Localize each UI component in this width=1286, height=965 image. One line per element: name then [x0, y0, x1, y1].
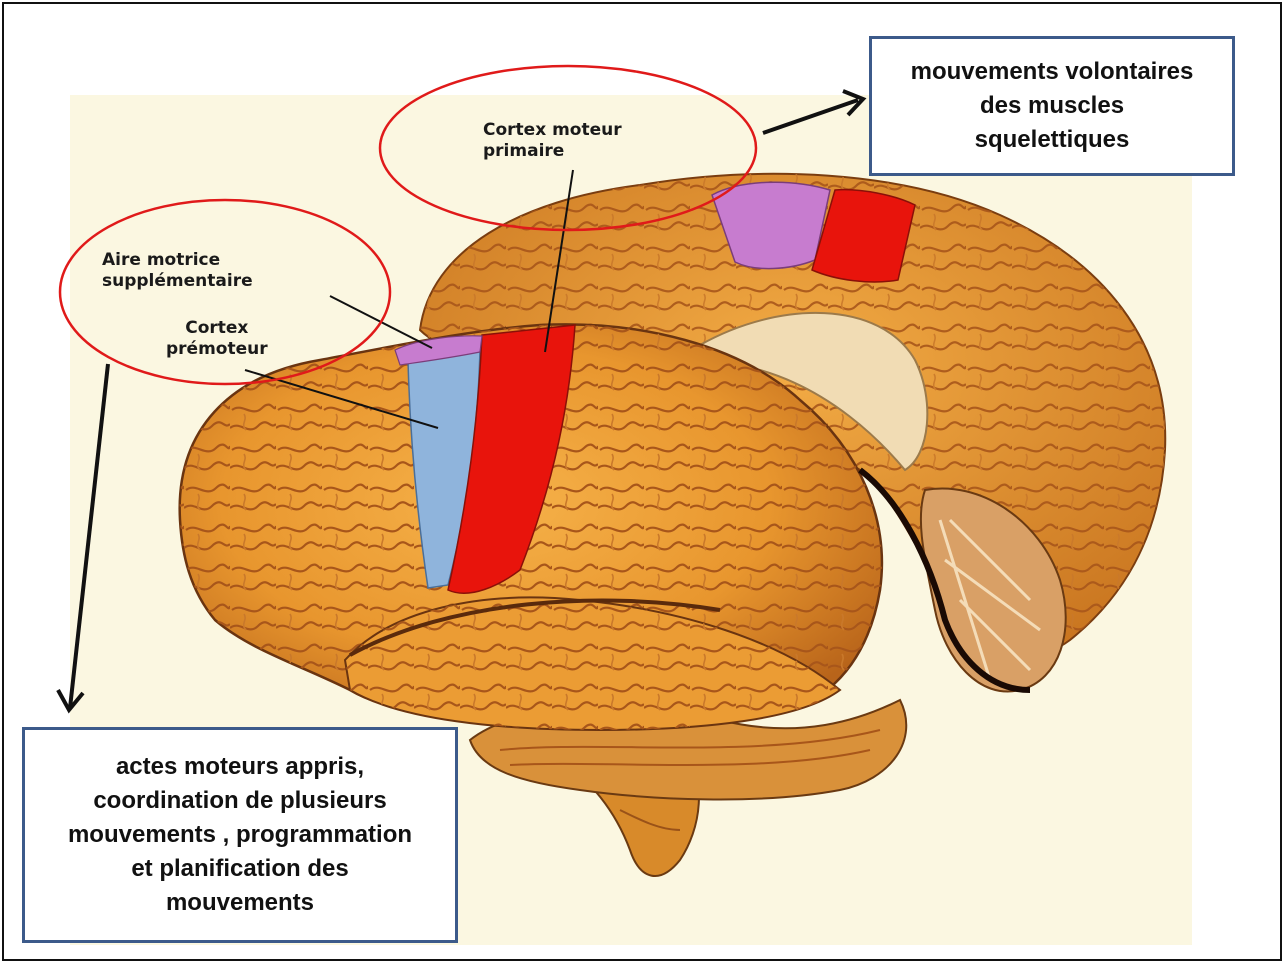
label-premotor-cortex: Cortex prémoteur [166, 318, 268, 360]
label-primary-motor-cortex: Cortex moteur primaire [483, 120, 622, 162]
function-box-voluntary-movements: mouvements volontaires des muscles squel… [869, 36, 1235, 176]
label-supplementary-motor-area: Aire motrice supplémentaire [102, 250, 253, 292]
arrow-to-bottom-box [70, 364, 108, 708]
function-box-learned-motor-acts: actes moteurs appris, coordination de pl… [22, 727, 458, 943]
arrow-to-top-box [763, 100, 858, 133]
